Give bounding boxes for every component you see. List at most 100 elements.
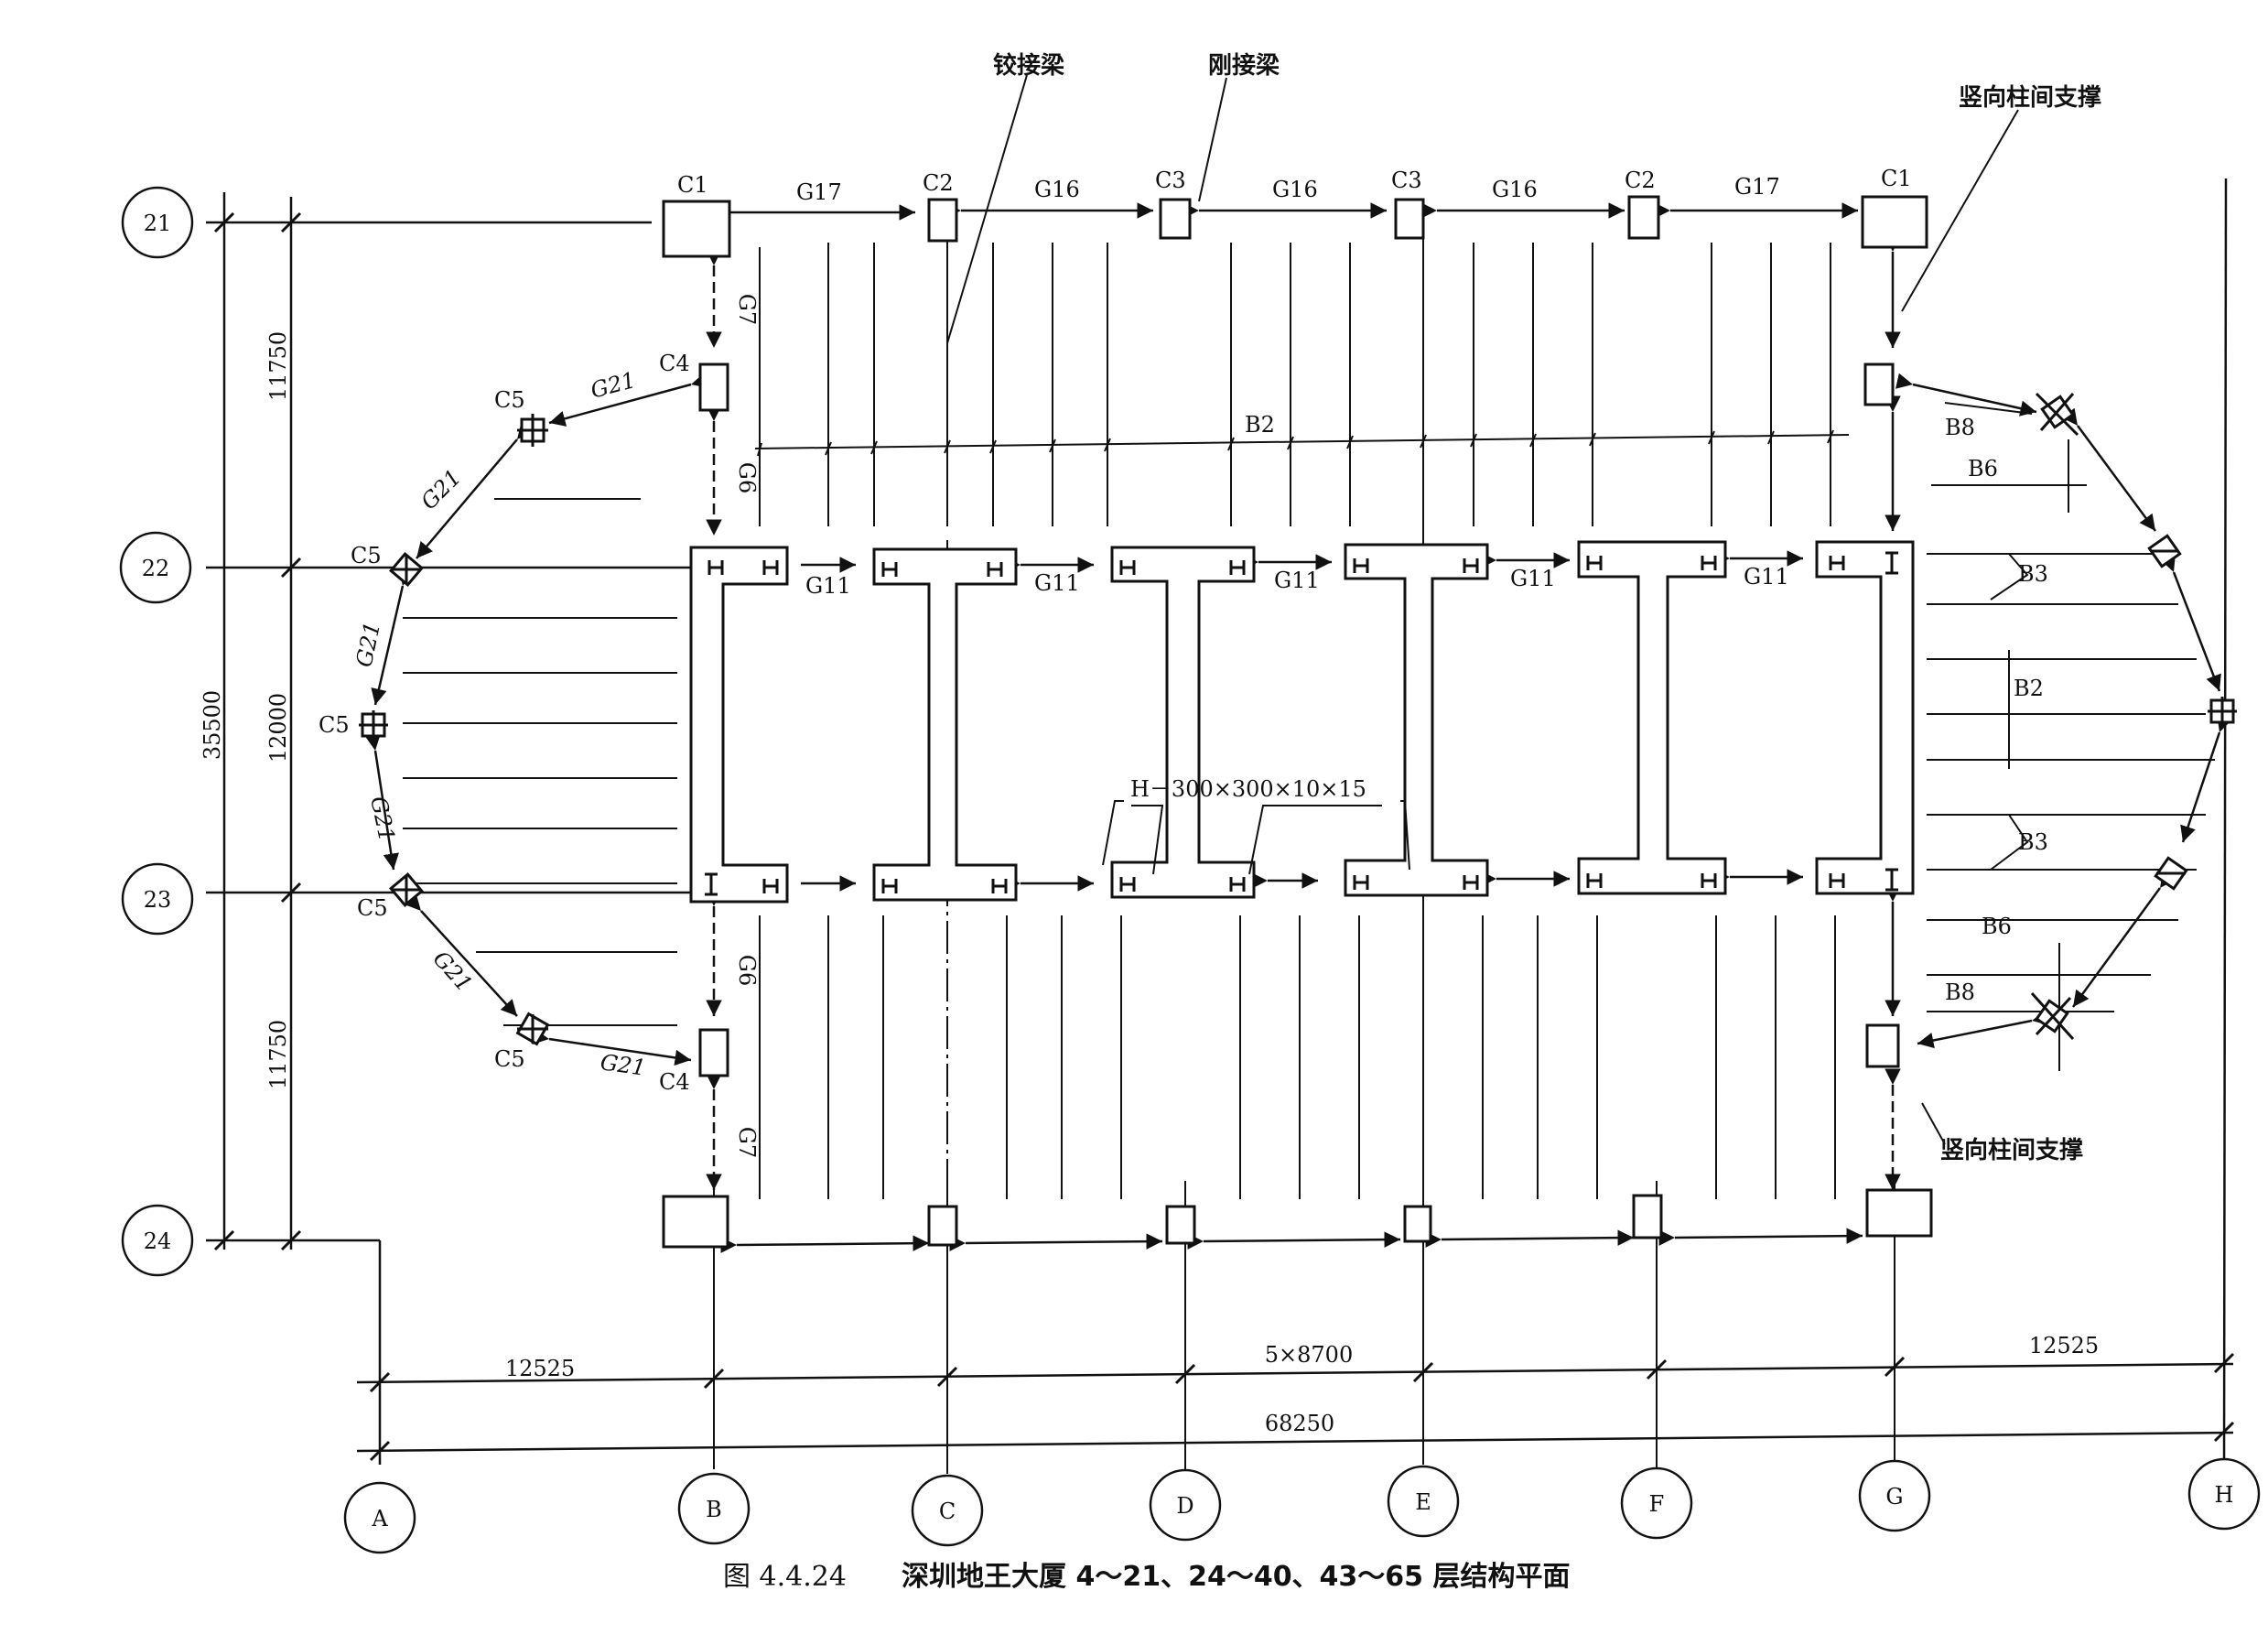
- c5-column-5: [515, 1012, 550, 1046]
- column-bottom-right: [1865, 1188, 1933, 1238]
- c5-column-4: [388, 871, 425, 908]
- label-c4-bottom: C4: [659, 1069, 690, 1095]
- callout-labels: 铰接梁 刚接梁 竖向柱间支撑 竖向柱间支撑 H－300×300×10×15: [993, 51, 2101, 1164]
- core-walls: [689, 540, 1915, 904]
- label-b6-bottom: B6: [1982, 914, 2012, 939]
- column-c2-top-1: [927, 198, 958, 243]
- caption-title: 深圳地王大厦 4～21、24～40、43～65 层结构平面: [902, 1561, 1571, 1593]
- h-section-marks: [705, 551, 1898, 896]
- figure-caption: 图 4.4.24 深圳地王大厦 4～21、24～40、43～65 层结构平面: [723, 1561, 1571, 1593]
- label-g6-top: G6: [734, 462, 760, 493]
- label-top-column-5: C2: [1625, 168, 1656, 193]
- axis-bubble-H: [2187, 1457, 2261, 1531]
- axis-label-21: 21: [144, 211, 172, 236]
- label-c4-top: C4: [659, 351, 690, 376]
- dim-horizontal-seg-1: 12525: [505, 1356, 575, 1381]
- column-bottom-left: [662, 1195, 729, 1249]
- label-b6-top: B6: [1968, 456, 1998, 482]
- label-c5-1: C5: [494, 387, 525, 413]
- label-b2-right: B2: [2014, 676, 2044, 701]
- column-bottom-d: [1165, 1205, 1196, 1245]
- right-perimeter-column-2: [2147, 534, 2182, 568]
- c5-column-3: [359, 710, 388, 740]
- column-bottom-e: [1403, 1205, 1432, 1243]
- axis-bubble-G: [1858, 1459, 1931, 1532]
- axis-bubble-23: [121, 862, 194, 936]
- column-bottom-c: [927, 1205, 958, 1247]
- label-b3-bottom: B3: [2018, 829, 2048, 855]
- axis-label-22: 22: [142, 556, 170, 581]
- axis-label-C: C: [939, 1499, 956, 1524]
- dim-horizontal-seg-2: 5×8700: [1265, 1342, 1353, 1368]
- label-vertical-bracing-bottom: 竖向柱间支撑: [1940, 1136, 2083, 1164]
- axis-label-H: H: [2215, 1482, 2234, 1508]
- core-wall-5: [1577, 540, 1727, 895]
- axis-bubble-E: [1387, 1465, 1460, 1538]
- bottom-frame-beams: [720, 1228, 1863, 1253]
- grid-lines: [713, 233, 1895, 1474]
- dimension-lines: [206, 178, 2234, 1470]
- right-perimeter-column-4: [2154, 856, 2188, 891]
- label-top-beam-1: G17: [796, 179, 842, 205]
- axis-label-24: 24: [144, 1228, 172, 1254]
- label-c5-5: C5: [494, 1046, 525, 1072]
- right-perimeter-column-1: [2035, 392, 2079, 437]
- label-vertical-bracing-top: 竖向柱间支撑: [1959, 83, 2101, 112]
- label-top-beam-2: G16: [1034, 177, 1080, 202]
- grid-bubble-labels: 21 22 23 24 A B C D E F G H: [142, 211, 2234, 1531]
- label-b8-bottom: B8: [1945, 979, 1975, 1005]
- label-b2-top: B2: [1245, 412, 1275, 438]
- label-rigid-beam: 刚接梁: [1208, 52, 1280, 80]
- axis-bubble-C: [911, 1474, 984, 1547]
- column-bottom-f: [1632, 1194, 1663, 1239]
- label-top-beam-4: G16: [1492, 177, 1538, 202]
- g11-beams: [801, 550, 1803, 892]
- beam-b2-top: [754, 429, 1850, 457]
- label-top-beam-5: G17: [1734, 174, 1780, 200]
- dim-vertical-seg-3: 11750: [265, 1020, 291, 1089]
- columns: [662, 195, 1933, 1249]
- label-b3-top: B3: [2018, 561, 2048, 587]
- dim-vertical-seg-1: 11750: [265, 331, 291, 401]
- label-top-column-3: C3: [1155, 168, 1186, 193]
- label-c5-2: C5: [351, 543, 382, 568]
- label-top-column-6: C1: [1881, 166, 1912, 191]
- label-g6-bottom: G6: [734, 955, 760, 986]
- axis-label-E: E: [1415, 1489, 1431, 1515]
- left-curved-perimeter: [364, 372, 709, 1066]
- caption-number: 图 4.4.24: [723, 1561, 847, 1593]
- label-hinged-beam: 铰接梁: [993, 51, 1064, 80]
- dimension-labels: 35500 11750 12000 11750 12525 5×8700 125…: [200, 331, 2099, 1436]
- axis-bubble-D: [1149, 1468, 1222, 1542]
- label-g21-4: G21: [365, 794, 400, 843]
- label-g7-bottom: G7: [734, 1127, 760, 1158]
- core-wall-right: [1815, 540, 1915, 895]
- label-g11-5: G11: [1744, 564, 1789, 590]
- dim-vertical-seg-2: 12000: [265, 693, 291, 763]
- column-c1-top-left: [662, 200, 731, 258]
- right-perimeter-column-3: [2208, 697, 2237, 726]
- column-c4-bottom: [698, 1028, 729, 1077]
- dim-horizontal-total: 68250: [1265, 1411, 1334, 1436]
- core-wall-3: [1110, 546, 1256, 899]
- label-g11-3: G11: [1274, 568, 1320, 593]
- axis-label-F: F: [1649, 1491, 1665, 1517]
- secondary-beams-left: [403, 498, 677, 1026]
- label-top-column-4: C3: [1391, 168, 1422, 193]
- label-g21-3: G21: [351, 620, 385, 669]
- label-c5-4: C5: [357, 895, 388, 921]
- secondary-beams-top: [759, 238, 1831, 526]
- secondary-beams-right: [1927, 402, 2215, 1071]
- label-g11-2: G11: [1034, 570, 1080, 596]
- axis-label-23: 23: [144, 887, 172, 913]
- c5-columns: [359, 414, 550, 1046]
- axis-bubble-21: [121, 186, 194, 259]
- axis-label-G: G: [1885, 1484, 1903, 1510]
- core-wall-2: [872, 547, 1018, 902]
- axis-label-D: D: [1176, 1493, 1193, 1519]
- label-b8-top: B8: [1945, 415, 1975, 440]
- top-frame-beams: [711, 202, 1858, 221]
- column-c3-top-1: [1159, 198, 1192, 240]
- grid-bubbles: [119, 186, 2261, 1554]
- label-h-section: H－300×300×10×15: [1130, 776, 1366, 802]
